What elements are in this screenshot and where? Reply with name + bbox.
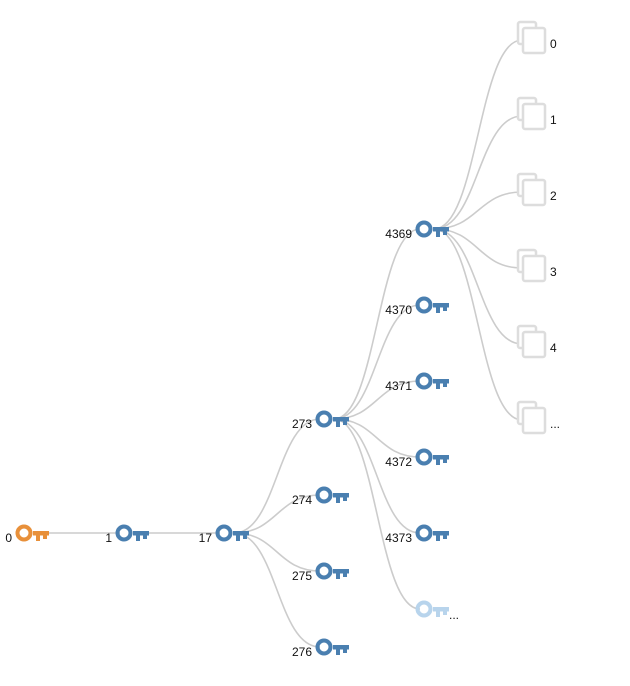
- tree-edge: [333, 418, 421, 610]
- copy-icon: [516, 400, 547, 435]
- tree-edge: [433, 39, 523, 230]
- node-label: 275: [292, 569, 312, 583]
- node-label: 2: [550, 189, 557, 203]
- tree-edge: [433, 115, 523, 230]
- node-label: 4372: [385, 455, 412, 469]
- copy-icon: [516, 20, 547, 55]
- tree-node[interactable]: 17: [199, 524, 249, 546]
- node-label: 273: [292, 417, 312, 431]
- copy-icon: [516, 96, 547, 131]
- node-label: 1: [105, 531, 112, 545]
- tree-node[interactable]: 4371: [385, 372, 449, 394]
- node-label: 4371: [385, 379, 412, 393]
- key-icon: [415, 524, 449, 542]
- node-label: 0: [550, 37, 557, 51]
- node-label: 274: [292, 493, 312, 507]
- tree-node[interactable]: 0: [516, 20, 557, 55]
- key-icon: [315, 638, 349, 656]
- tree-node[interactable]: 1: [516, 96, 557, 131]
- copy-icon: [516, 324, 547, 359]
- node-label: ...: [449, 608, 459, 622]
- key-icon: [415, 448, 449, 466]
- key-icon: [415, 372, 449, 390]
- tree-nodes: 0 1 17 273 274 275 276 4369 4370 4371 4372 4373... 0…: [5, 20, 560, 660]
- node-label: 4: [550, 341, 557, 355]
- key-icon: [415, 220, 449, 238]
- tree-node[interactable]: 275: [292, 562, 349, 584]
- tree-node[interactable]: 274: [292, 486, 349, 508]
- node-label: 17: [199, 531, 213, 545]
- key-icon: [115, 524, 149, 542]
- node-label: ...: [550, 417, 560, 431]
- tree-edge: [333, 228, 421, 420]
- tree-edge: [433, 228, 523, 421]
- tree-node[interactable]: 4: [516, 324, 557, 359]
- tree-edge: [333, 418, 421, 534]
- node-label: 0: [5, 531, 12, 545]
- tree-node[interactable]: 4369: [385, 220, 449, 242]
- key-icon: [315, 486, 349, 504]
- copy-icon: [516, 248, 547, 283]
- node-label: 4373: [385, 531, 412, 545]
- key-icon: [415, 296, 449, 314]
- key-icon: [315, 410, 349, 428]
- tree-edge: [233, 418, 321, 534]
- copy-icon: [516, 172, 547, 207]
- key-icon: [215, 524, 249, 542]
- key-icon: [315, 562, 349, 580]
- key-icon: [415, 600, 449, 618]
- node-label: 1: [550, 113, 557, 127]
- tree-node[interactable]: ...: [516, 400, 560, 435]
- key-icon: [15, 524, 49, 542]
- node-label: 4369: [385, 227, 412, 241]
- tree-edge: [333, 304, 421, 420]
- tree-node[interactable]: 2: [516, 172, 557, 207]
- tree-node[interactable]: 0: [5, 524, 49, 546]
- tree-edge: [233, 532, 321, 648]
- tree-edge: [433, 228, 523, 345]
- tree-node[interactable]: 4372: [385, 448, 449, 470]
- tree-node[interactable]: 4373: [385, 524, 449, 546]
- tree-node[interactable]: 273: [292, 410, 349, 432]
- node-label: 276: [292, 645, 312, 659]
- node-label: 3: [550, 265, 557, 279]
- tree-node[interactable]: 4370: [385, 296, 449, 318]
- tree-node[interactable]: 1: [105, 524, 149, 546]
- node-label: 4370: [385, 303, 412, 317]
- tree-node[interactable]: 3: [516, 248, 557, 283]
- tree-node[interactable]: 276: [292, 638, 349, 660]
- tree-node[interactable]: ...: [415, 600, 460, 623]
- tree-edges: [34, 39, 523, 648]
